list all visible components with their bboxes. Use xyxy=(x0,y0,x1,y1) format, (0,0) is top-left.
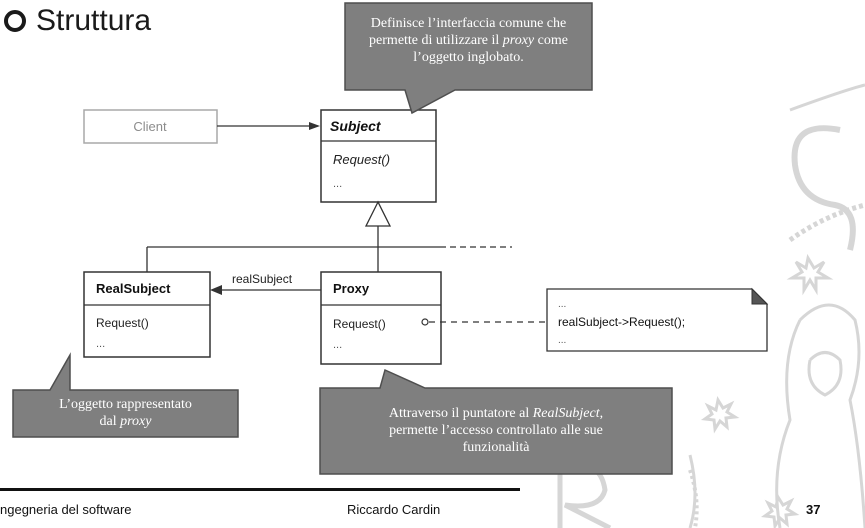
note-fold-icon xyxy=(751,287,769,305)
page-number: 37 xyxy=(806,502,821,517)
emblem-figure xyxy=(775,303,865,528)
realsubject-operation: Request() xyxy=(96,316,149,330)
emblem-letter-s xyxy=(791,125,856,251)
callout-bottom-line1: Attraverso il puntatore al RealSubject, xyxy=(320,405,672,422)
slide-title: Struttura xyxy=(4,4,151,38)
emblem-beads-bottom xyxy=(688,469,699,528)
generalization-triangle-icon xyxy=(364,200,392,227)
realsubject-more: ... xyxy=(96,338,105,350)
callout-top-line1: Definisce l’interfaccia comune che xyxy=(370,16,567,31)
client-label: Client xyxy=(133,119,167,134)
callout-top-shape xyxy=(344,2,593,115)
callout-bottom-line2: permette l’accesso controllato alle sue xyxy=(389,423,603,438)
footer-author: Riccardo Cardin xyxy=(347,502,441,517)
proxy-more: ... xyxy=(333,339,342,351)
note-dots-bottom: ... xyxy=(558,335,566,346)
subject-operation: Request() xyxy=(333,152,390,167)
callout-top-line2: permette di utilizzare il proxy come xyxy=(345,32,592,49)
callout-top-line3: l’oggetto inglobato. xyxy=(413,50,524,65)
proxy-box xyxy=(320,271,442,365)
note-box xyxy=(546,288,768,352)
callout-left-text: L’oggetto rappresentato dal proxy xyxy=(13,396,238,430)
emblem-star-bottom xyxy=(760,493,800,528)
callout-bottom-line1-pre: Attraverso il puntatore al xyxy=(388,406,533,421)
subject-box xyxy=(320,109,437,203)
client-arrowhead-icon xyxy=(309,122,320,130)
callout-top-line2-post: come xyxy=(534,33,568,48)
emblem-beads xyxy=(788,202,865,243)
title-bullet-icon xyxy=(4,10,26,32)
callout-top-line2-em: proxy xyxy=(502,33,535,48)
proxy-name: Proxy xyxy=(333,281,370,296)
proxy-operation: Request() xyxy=(333,317,386,331)
callout-left-shape xyxy=(12,352,239,438)
emblem-star-right xyxy=(700,396,740,434)
callout-left-line2-pre: dal xyxy=(99,414,121,429)
emblem-star-top xyxy=(786,253,834,296)
callout-left-line2-em: proxy xyxy=(120,414,152,429)
subject-more: ... xyxy=(333,178,342,190)
realsubject-name: RealSubject xyxy=(96,281,171,296)
callout-bottom-shape xyxy=(319,368,673,475)
realsubject-box xyxy=(83,271,211,358)
callout-bottom-text: Attraverso il puntatore al RealSubject, … xyxy=(320,405,672,456)
callout-top-text: Definisce l’interfaccia comune che perme… xyxy=(345,15,592,66)
emblem-arc xyxy=(789,83,865,112)
note-anchor-icon xyxy=(421,318,429,326)
association-arrowhead-icon xyxy=(210,285,222,295)
client-box xyxy=(83,109,218,144)
footer-course: ngegneria del software xyxy=(0,502,132,517)
footer-rule xyxy=(0,488,520,491)
association-label: realSubject xyxy=(232,272,293,286)
note-dots-top: ... xyxy=(558,299,566,310)
callout-bottom-line3: funzionalità xyxy=(462,440,530,455)
note-code: realSubject->Request(); xyxy=(558,315,685,329)
callout-bottom-line1-post: , xyxy=(599,406,604,421)
callout-top-line2-pre: permette di utilizzare il xyxy=(369,33,503,48)
callout-bottom-line1-em: RealSubject xyxy=(532,406,600,421)
callout-left-line1: L’oggetto rappresentato xyxy=(59,397,192,412)
slide-title-text: Struttura xyxy=(36,4,152,37)
subject-name: Subject xyxy=(330,118,382,134)
callout-left-line2: dal proxy xyxy=(13,413,238,430)
